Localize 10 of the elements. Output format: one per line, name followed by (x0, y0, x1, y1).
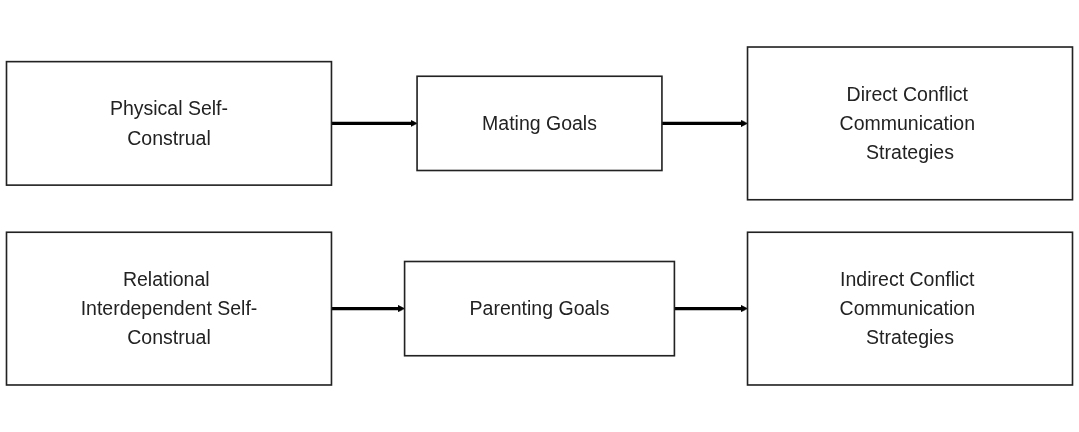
node-box: Relational Interdependent Self-Construal (5, 231, 333, 386)
arrow (331, 119, 418, 127)
arrow (331, 305, 405, 313)
node-box: Direct Conflict Communication Strategies (746, 46, 1074, 201)
node-box: Parenting Goals (403, 260, 676, 357)
arrow (661, 119, 748, 127)
node-box: Mating Goals (416, 75, 663, 172)
node-box: Physical Self-Construal (5, 60, 333, 186)
arrow (674, 305, 748, 313)
node-box: Indirect Conflict Communication Strategies (746, 231, 1074, 386)
